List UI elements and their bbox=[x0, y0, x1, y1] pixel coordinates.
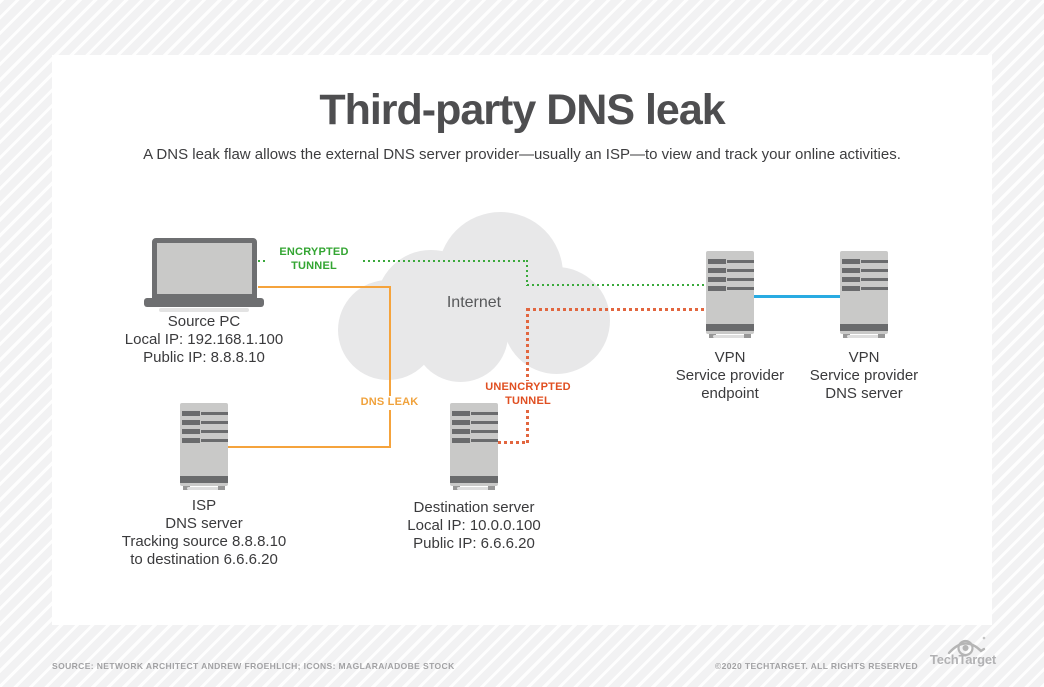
destination-local-ip: Local IP: 10.0.0.100 bbox=[407, 517, 541, 534]
vpn-dns-name: VPN bbox=[848, 349, 880, 366]
isp-tracking-source: Tracking source 8.8.8.10 bbox=[121, 533, 287, 550]
destination-server-icon bbox=[450, 403, 498, 490]
isp-tracking-destination: to destination 6.6.6.20 bbox=[130, 551, 278, 568]
destination-server-caption: Destination server Local IP: 10.0.0.100 … bbox=[374, 499, 574, 553]
page-subtitle: A DNS leak flaw allows the external DNS … bbox=[143, 146, 901, 163]
unencrypted-tunnel-line-right bbox=[527, 308, 707, 311]
source-pc-name: Source PC bbox=[167, 313, 241, 330]
vpn-dns-provider: Service provider bbox=[809, 367, 919, 384]
vpn-dns-server-icon bbox=[840, 251, 888, 338]
vpn-link-line bbox=[753, 295, 840, 298]
isp-dns-server-icon bbox=[180, 403, 228, 490]
encrypted-tunnel-line-right bbox=[527, 284, 707, 286]
isp-role: DNS server bbox=[165, 515, 243, 532]
source-pc-local-ip: Local IP: 192.168.1.100 bbox=[124, 331, 284, 348]
destination-name: Destination server bbox=[413, 499, 535, 516]
copyright: ©2020 TECHTARGET. ALL RIGHTS RESERVED bbox=[714, 661, 918, 671]
isp-name: ISP bbox=[191, 497, 217, 514]
page-title: Third-party DNS leak bbox=[319, 86, 725, 134]
internet-cloud-icon bbox=[338, 212, 610, 382]
vpn-endpoint-role: endpoint bbox=[701, 385, 759, 402]
source-pc-public-ip: Public IP: 8.8.8.10 bbox=[143, 349, 265, 366]
unencrypted-tunnel-line-down bbox=[526, 308, 529, 444]
unencrypted-tunnel-line-to-destination bbox=[498, 441, 528, 444]
vpn-dns-role: DNS server bbox=[825, 385, 903, 402]
vpn-endpoint-caption: VPN Service provider endpoint bbox=[650, 349, 810, 403]
encrypted-tunnel-line-bend bbox=[526, 260, 528, 286]
dns-leak-line-top bbox=[258, 286, 391, 288]
destination-public-ip: Public IP: 6.6.6.20 bbox=[413, 535, 535, 552]
vpn-endpoint-server-icon bbox=[706, 251, 754, 338]
internet-label: Internet bbox=[446, 294, 502, 311]
dns-leak-label: DNS LEAK bbox=[352, 396, 427, 410]
vpn-endpoint-provider: Service provider bbox=[675, 367, 785, 384]
encrypted-tunnel-label: ENCRYPTED TUNNEL bbox=[266, 246, 362, 273]
isp-dns-server-caption: ISP DNS server Tracking source 8.8.8.10 … bbox=[94, 497, 314, 569]
laptop-icon bbox=[144, 238, 264, 313]
dns-leak-line-down bbox=[389, 286, 391, 448]
dns-leak-line-to-isp bbox=[228, 446, 391, 448]
vpn-dns-server-caption: VPN Service provider DNS server bbox=[784, 349, 944, 403]
vpn-endpoint-name: VPN bbox=[714, 349, 746, 366]
techtarget-eye-icon bbox=[946, 634, 986, 663]
source-pc-caption: Source PC Local IP: 192.168.1.100 Public… bbox=[104, 313, 304, 367]
techtarget-logo-text: TechTarget bbox=[929, 652, 997, 667]
unencrypted-tunnel-label: UNENCRYPTED TUNNEL bbox=[473, 381, 583, 408]
source-credit: SOURCE: NETWORK ARCHITECT ANDREW FROEHLI… bbox=[52, 661, 455, 671]
encrypted-tunnel-line-left bbox=[258, 260, 527, 262]
